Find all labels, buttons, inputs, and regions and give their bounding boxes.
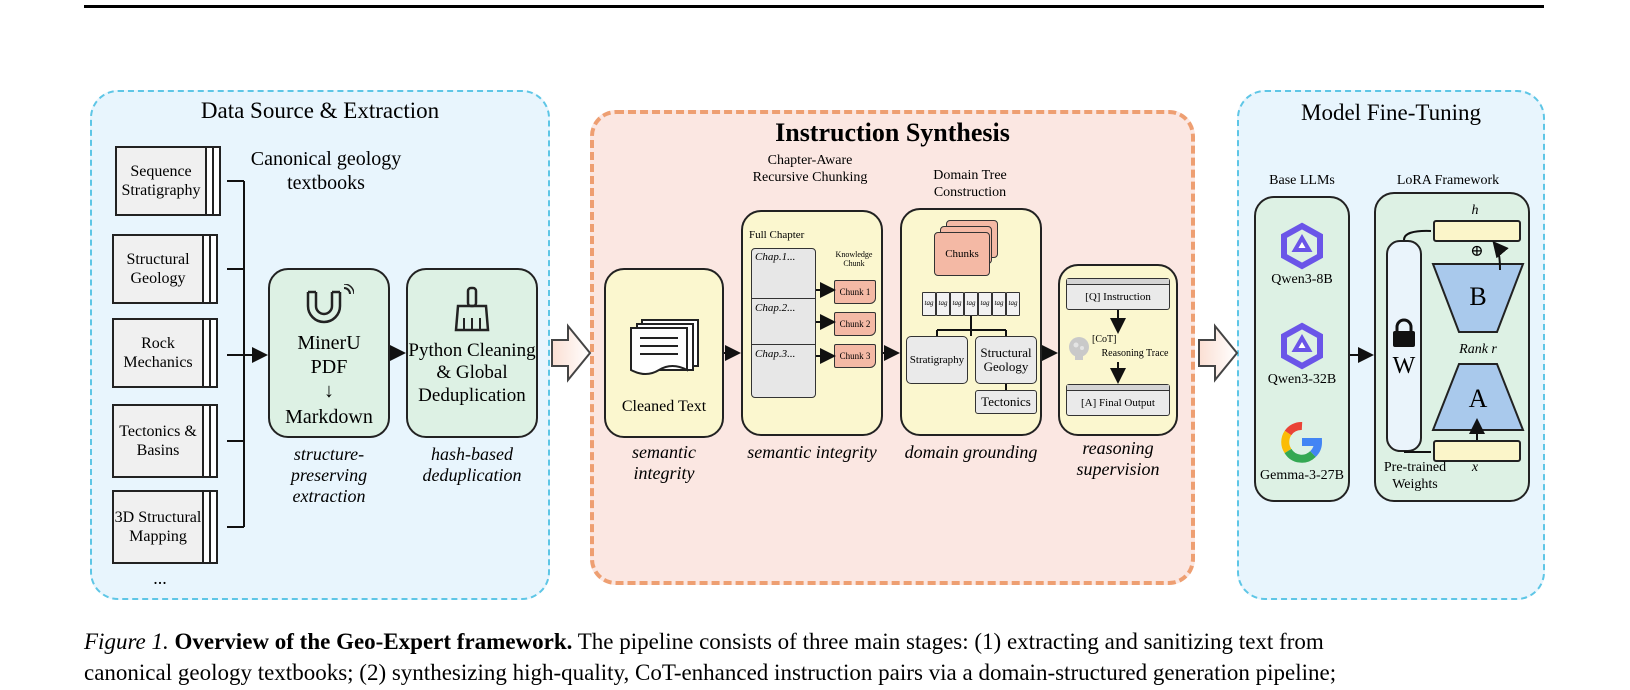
tag-item: tag <box>936 292 950 316</box>
w-label: W <box>1392 353 1416 379</box>
chunk-stack-front: Chunks <box>934 232 990 276</box>
reasoning-trace-label: Reasoning Trace <box>1101 348 1169 359</box>
cleaned-text-label: Cleaned Text <box>621 398 707 415</box>
qwen-logo-icon <box>1281 322 1323 370</box>
mineru-line2: PDF <box>310 356 348 378</box>
chunking-note: semantic integrity <box>747 442 877 462</box>
chapter-divider <box>751 344 816 345</box>
base-llms-title: Base LLMs <box>1269 173 1335 188</box>
b-label: B <box>1469 282 1487 311</box>
x-label: x <box>1471 460 1479 475</box>
plus-sign: ⊕ <box>1470 243 1484 260</box>
model-qwen3-8b: Qwen3-8B <box>1271 272 1333 287</box>
caption-line-1: Figure 1. Overview of the Geo-Expert fra… <box>84 626 1564 657</box>
mineru-box <box>268 268 390 438</box>
book-label: Structural Geology <box>112 234 204 304</box>
window-titlebar <box>1067 279 1169 285</box>
qwen-logo-icon <box>1281 222 1323 270</box>
chapter-divider <box>751 298 816 299</box>
model-qwen3-32b: Qwen3-32B <box>1267 372 1337 387</box>
chunk-2: Chunk 2 <box>834 312 876 336</box>
brain-icon <box>1069 337 1089 360</box>
google-logo-icon <box>1281 422 1322 463</box>
h-label: h <box>1471 203 1479 218</box>
caption-text-1: The pipeline consists of three main stag… <box>577 629 1324 654</box>
mineru-note: structure-preserving extraction <box>290 444 368 507</box>
book-label: Rock Mechanics <box>112 318 204 388</box>
lora-title: LoRA Framework <box>1396 173 1500 188</box>
model-gemma-3-27b: Gemma-3-27B <box>1260 468 1344 483</box>
book-label: 3D Structural Mapping <box>112 490 204 564</box>
book-rock-mechanics: Rock Mechanics <box>112 318 224 388</box>
matrix-b-trapezoid <box>1431 263 1525 333</box>
synthesis-title: Instruction Synthesis <box>775 118 1010 147</box>
tag-item: tag <box>1006 292 1020 316</box>
top-rule <box>84 5 1544 8</box>
chapter-1: Chap.1... <box>755 251 796 263</box>
tag-item: tag <box>992 292 1006 316</box>
tag-item: tag <box>922 292 936 316</box>
book-tectonics-basins: Tectonics & Basins <box>112 404 224 478</box>
caption-figure-number: Figure 1. <box>84 629 169 654</box>
finetuning-title: Model Fine-Tuning <box>1301 100 1481 125</box>
a-label: A <box>1468 384 1488 413</box>
document-stack-icon <box>630 319 699 375</box>
cleaning-note: hash-based deduplication <box>422 444 522 486</box>
full-chapter-label: Full Chapter <box>749 229 805 241</box>
tag-item: tag <box>978 292 992 316</box>
domain-tree-note: domain grounding <box>904 442 1038 462</box>
chunking-title: Chapter-Aware Recursive Chunking <box>752 153 868 185</box>
matrix-a-trapezoid <box>1431 363 1525 431</box>
rank-label: Rank r <box>1459 342 1497 357</box>
book-sequence-stratigraphy: Sequence Stratigraphy <box>115 146 227 216</box>
node-tectonics: Tectonics <box>975 390 1037 414</box>
figure-caption: Figure 1. Overview of the Geo-Expert fra… <box>84 626 1564 688</box>
tag-row: tag tag tag tag tag tag tag <box>922 292 1020 316</box>
chapter-3: Chap.3... <box>755 348 796 360</box>
mineru-line1: MinerU <box>297 332 361 354</box>
domain-tree-title: Domain Tree Construction <box>933 168 1007 200</box>
extraction-title: Data Source & Extraction <box>200 98 440 123</box>
caption-text-2: canonical geology textbooks; (2) synthes… <box>84 660 1337 685</box>
book-structural-geology: Structural Geology <box>112 234 224 304</box>
chapter-2: Chap.2... <box>755 302 796 314</box>
cleaned-note: semantic integrity <box>632 442 696 484</box>
cleaning-box <box>406 268 538 438</box>
node-structural-geology: Structural Geology <box>975 336 1037 384</box>
input-x-vector <box>1433 440 1521 462</box>
book-label: Sequence Stratigraphy <box>115 146 207 216</box>
more-books-ellipsis: ... <box>153 568 167 588</box>
cleaning-label: Python Cleaning & Global Deduplication <box>408 340 536 406</box>
tag-item: tag <box>950 292 964 316</box>
knowledge-chunk-label: Knowledge Chunk <box>835 250 873 269</box>
caption-title: Overview of the Geo-Expert framework. <box>174 629 573 654</box>
magnet-icon <box>306 284 354 324</box>
window-titlebar <box>1067 385 1169 391</box>
full-chapter-doc <box>751 248 816 398</box>
cot-label: [CoT] <box>1092 334 1117 345</box>
book-3d-structural-mapping: 3D Structural Mapping <box>112 490 224 564</box>
broom-icon <box>454 286 490 332</box>
mineru-line3: Markdown <box>285 406 373 428</box>
book-label: Tectonics & Basins <box>112 404 204 478</box>
tag-item: tag <box>964 292 978 316</box>
mineru-arrow: ↓ <box>324 380 334 402</box>
source-label: Canonical geology textbooks <box>250 148 402 194</box>
pretrained-weights-label: Pre-trained Weights <box>1383 460 1447 492</box>
node-stratigraphy: Stratigraphy <box>906 336 968 384</box>
chunk-1: Chunk 1 <box>834 280 876 304</box>
reasoning-note: reasoning supervision <box>1076 438 1160 480</box>
lock-icon <box>1393 318 1415 347</box>
output-h-vector <box>1433 220 1521 242</box>
